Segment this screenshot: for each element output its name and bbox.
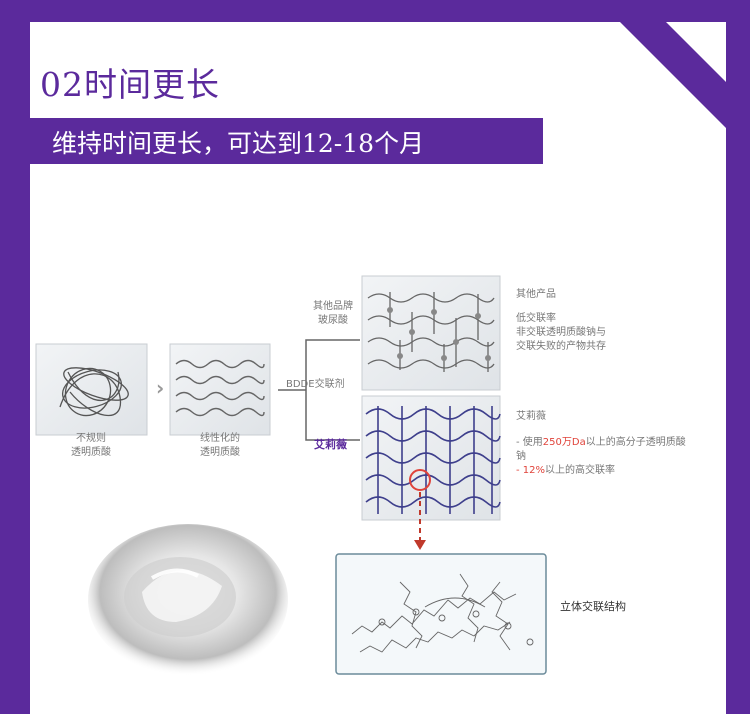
product-mesh-box: [361, 395, 501, 521]
crosslink-diagram: ›: [35, 275, 547, 676]
crosslinker-label: BDDE交联剂: [286, 379, 345, 390]
other-products-box: [361, 275, 501, 391]
structure-label: 立体交联结构: [560, 600, 626, 613]
subtitle-banner: 维持时间更长，可达到12-18个月: [30, 118, 543, 164]
page-title: 02时间更长: [40, 65, 220, 104]
product-label: 艾莉薇: [314, 438, 347, 451]
irregular-ha-label: 不规则 透明质酸: [71, 433, 111, 458]
linear-ha-box: [169, 343, 271, 436]
zoom-arrow: [414, 492, 426, 550]
arrow-glyph: ›: [156, 376, 164, 400]
irregular-ha-box: [35, 343, 148, 436]
corner-ribbon: [620, 22, 726, 128]
linear-ha-label: 线性化的 透明质酸: [200, 433, 240, 458]
structure-box: [335, 553, 547, 675]
subtitle-text: 维持时间更长，可达到12-18个月: [52, 129, 425, 158]
product-desc: 艾莉薇 - 使用250万Da以上的高分子透明质酸 钠 - 12%以上的高交联率: [516, 411, 686, 476]
gel-droplet-image: [88, 524, 288, 676]
other-brand-label: 其他品牌 玻尿酸: [313, 301, 353, 326]
other-products-desc: 其他产品 低交联率 非交联透明质酸钠与 交联失败的产物共存: [516, 289, 606, 352]
content-panel: 02时间更长 维持时间更长，可达到12-18个月 优势2: [30, 22, 726, 714]
